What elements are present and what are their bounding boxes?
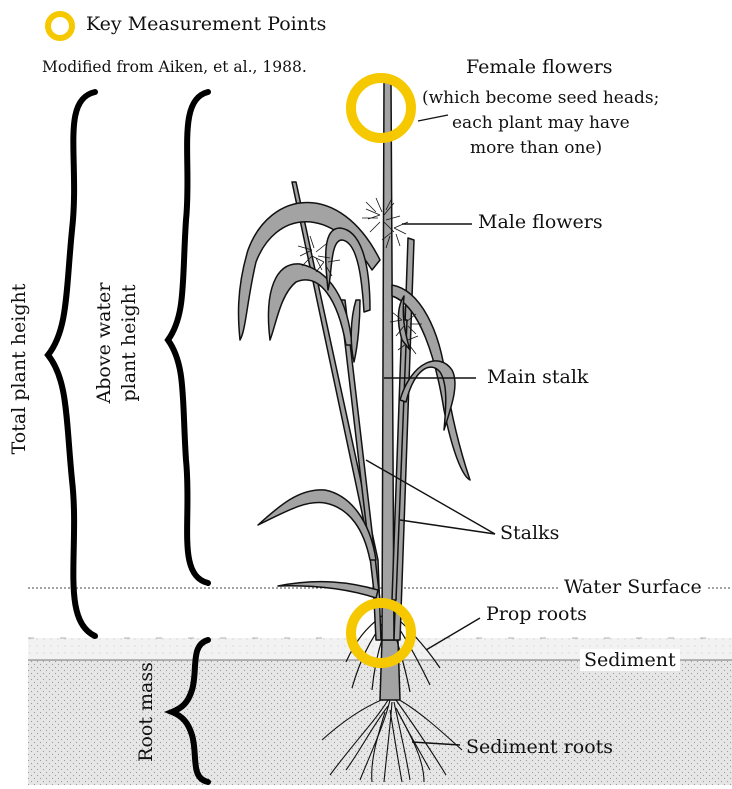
- female-flowers-line2: each plant may have: [452, 113, 630, 133]
- plant: [238, 80, 470, 640]
- key-point-top-circle: [351, 78, 411, 138]
- total-height-label: Total plant height: [8, 279, 32, 459]
- above-water-label: Above water plant height: [92, 268, 142, 418]
- leaf-left-droop: [268, 264, 352, 345]
- legend-label: Key Measurement Points: [86, 13, 326, 35]
- above-water-bracket: [168, 92, 208, 583]
- female-flowers-line1: (which become seed heads;: [422, 88, 659, 108]
- water-surface-label: Water Surface: [560, 576, 706, 598]
- sediment-label: Sediment: [580, 649, 680, 671]
- key-point-marker-icon: [48, 14, 72, 38]
- stalks-label: Stalks: [500, 522, 559, 544]
- above-water-line1: Above water: [93, 283, 115, 404]
- main-stalk-label: Main stalk: [487, 366, 588, 388]
- prop-roots-label: Prop roots: [486, 603, 587, 625]
- leaf-left-hang: [351, 300, 360, 362]
- stalk-base: [380, 640, 400, 700]
- source-citation: Modified from Aiken, et al., 1988.: [42, 58, 307, 76]
- total-height-bracket: [48, 92, 95, 636]
- root-mass-label: Root mass: [135, 657, 159, 767]
- leaf-lower-left: [258, 490, 376, 560]
- female-flowers-line3: more than one): [470, 138, 602, 158]
- above-water-line2: plant height: [118, 284, 140, 401]
- female-flowers-title: Female flowers: [466, 56, 613, 78]
- sediment-roots-label: Sediment roots: [466, 736, 613, 758]
- female-flowers-leader: [418, 115, 448, 121]
- leaf-water: [278, 582, 378, 598]
- male-flowers-label: Male flowers: [478, 211, 603, 233]
- stalks-leader-2: [400, 520, 495, 534]
- main-stalk: [382, 80, 394, 640]
